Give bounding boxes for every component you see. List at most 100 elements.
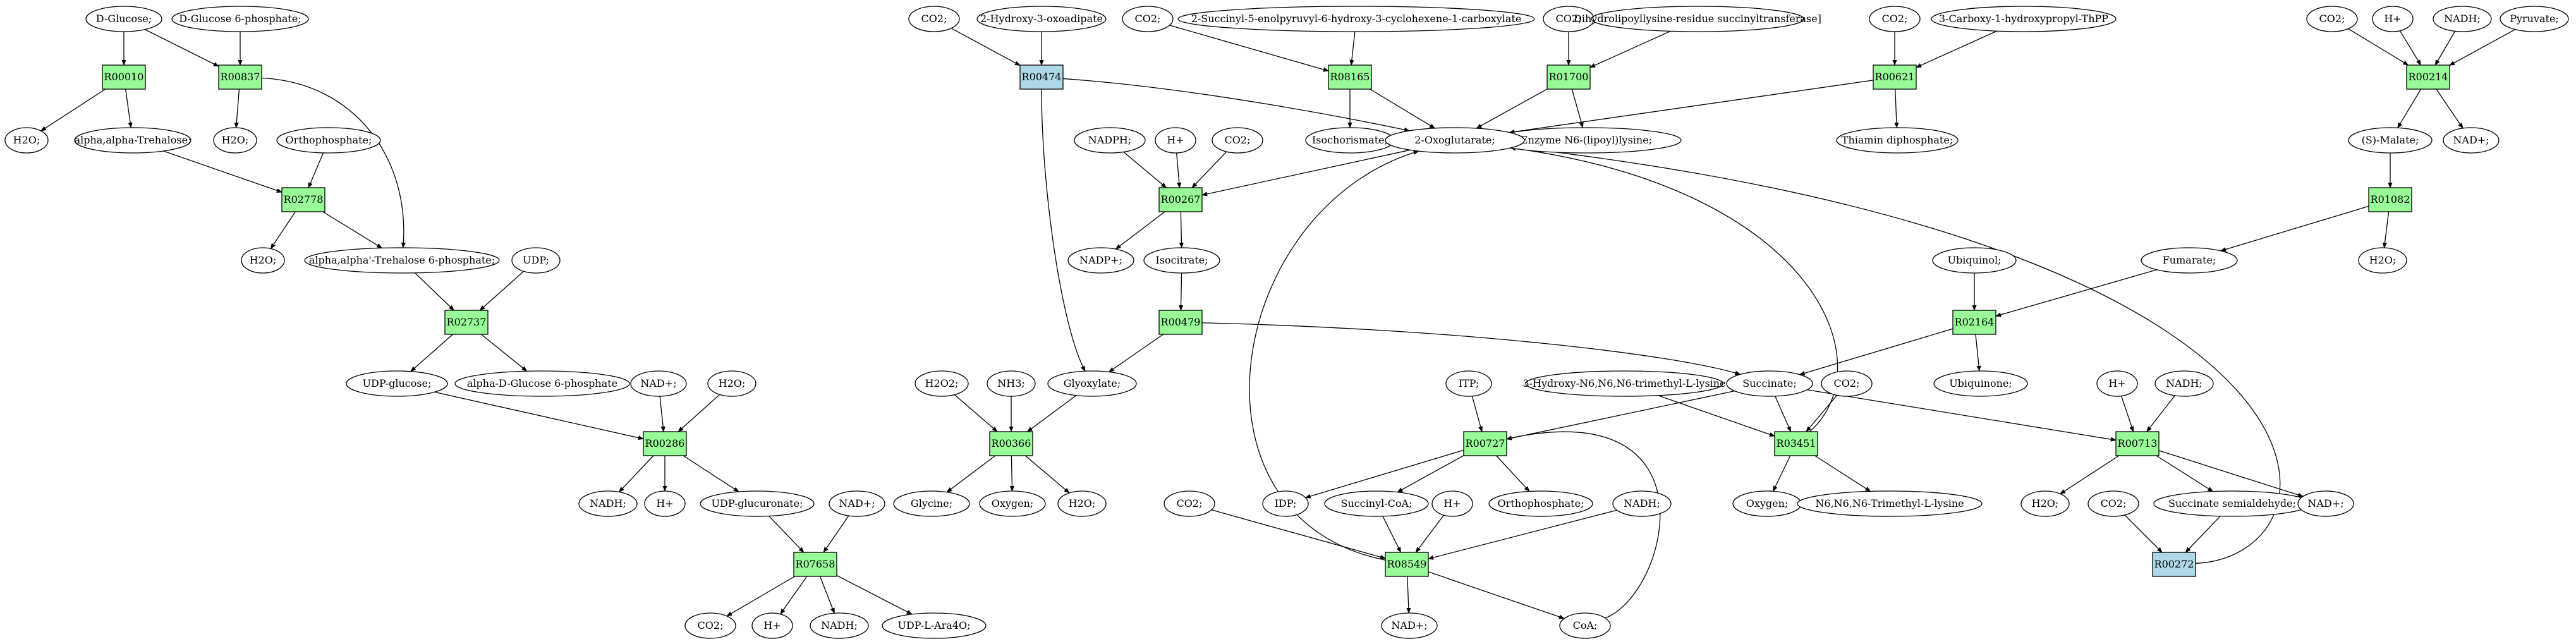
reaction-node-r08165[interactable]: R08165 (1328, 64, 1372, 90)
compound-node-co2_c[interactable]: CO2; (1122, 6, 1174, 32)
compound-node-oxygen_a[interactable]: Oxygen; (979, 490, 1046, 517)
compound-node-ntml[interactable]: N6,N6,N6-Trimethyl-L-lysine (1797, 490, 1983, 517)
reaction-node-r01700[interactable]: R01700 (1546, 64, 1591, 90)
compound-node-glycine[interactable]: Glycine; (893, 490, 970, 517)
compound-node-nadh_a[interactable]: NADH; (578, 490, 638, 517)
compound-node-udpara[interactable]: UDP-L-Ara4O; (882, 612, 987, 639)
compound-node-hplus_f[interactable]: H+ (2372, 6, 2414, 32)
reaction-node-r00272[interactable]: R00272 (2152, 552, 2196, 577)
compound-node-nadp_a[interactable]: NAD+; (630, 370, 687, 397)
compound-node-nadh_c[interactable]: NADH; (1612, 490, 1672, 517)
compound-node-orthophos_b[interactable]: Orthophosphate; (1488, 490, 1593, 517)
compound-node-chtpp[interactable]: 3-Carboxy-1-hydroxypropyl-ThPP (1931, 6, 2117, 32)
compound-node-succoa[interactable]: Succinyl-CoA; (1324, 490, 1429, 517)
compound-node-hplus_c[interactable]: H+ (1155, 127, 1196, 154)
reaction-node-r03451[interactable]: R03451 (1774, 431, 1818, 456)
reaction-node-r00010[interactable]: R00010 (102, 64, 146, 90)
compound-ellipse (241, 247, 285, 274)
compound-node-t6p[interactable]: alpha,alpha'-Trehalose 6-phosphate; (304, 247, 500, 274)
compound-node-co2_d[interactable]: CO2; (1543, 6, 1595, 32)
compound-node-h2o_a[interactable]: H2O; (4, 127, 49, 154)
compound-node-nadp_e[interactable]: NAD+; (2297, 490, 2354, 517)
reaction-node-r00713[interactable]: R00713 (2115, 431, 2160, 456)
compound-node-sephchc[interactable]: 2-Succinyl-5-enolpyruvyl-6-hydroxy-3-cyc… (1177, 6, 1535, 32)
reaction-node-r02778[interactable]: R02778 (281, 187, 325, 212)
compound-node-trehalose[interactable]: alpha,alpha-Trehalose; (74, 127, 191, 154)
reaction-node-r01082[interactable]: R01082 (2368, 187, 2412, 212)
compound-node-pyruvate[interactable]: Pyruvate; (2500, 6, 2569, 32)
edge-r02778-to-h2o_c (270, 211, 296, 250)
compound-node-h2o_g[interactable]: H2O; (2358, 247, 2407, 274)
compound-node-idp[interactable]: IDP; (1262, 490, 1309, 517)
compound-node-co2_i[interactable]: CO2; (2087, 490, 2139, 517)
compound-node-udp_a[interactable]: UDP; (511, 247, 561, 274)
reaction-node-r02164[interactable]: R02164 (1952, 310, 1996, 335)
compound-node-orthophos_a[interactable]: Orthophosphate; (276, 127, 381, 154)
compound-node-h2o2[interactable]: H2O2; (914, 370, 969, 397)
compound-node-hplus_a[interactable]: H+ (644, 490, 686, 517)
compound-node-glyoxylate[interactable]: Glyoxylate; (1047, 370, 1137, 397)
compound-node-dg6p[interactable]: D-Glucose 6-phosphate; (171, 6, 309, 32)
compound-node-dglucose[interactable]: D-Glucose; (85, 6, 162, 32)
compound-node-isochor[interactable]: Isochorismate; (1305, 127, 1395, 154)
reaction-node-r02737[interactable]: R02737 (444, 310, 489, 335)
edge-udpgluc-to-r07658 (769, 516, 805, 553)
compound-node-h2o_d[interactable]: H2O; (707, 370, 756, 397)
edges-layer (40, 25, 2516, 619)
compound-node-coa[interactable]: CoA; (1559, 612, 1611, 639)
reaction-node-r00286[interactable]: R00286 (643, 431, 687, 456)
compound-node-nadh_e[interactable]: NADH; (2433, 6, 2492, 32)
compound-node-co2_h[interactable]: CO2; (1163, 490, 1215, 517)
compound-node-fumarate[interactable]: Fumarate; (2141, 247, 2238, 274)
compound-node-adg6p[interactable]: alpha-D-Glucose 6-phosphate (454, 370, 630, 397)
compound-node-succinate[interactable]: Succinate; (1726, 370, 1813, 397)
compound-node-smalate[interactable]: (S)-Malate; (2348, 127, 2433, 154)
reaction-node-r00727[interactable]: R00727 (1463, 431, 1507, 456)
compound-node-dlst[interactable]: Dihydrolipoyllysine-residue succinyltran… (1574, 6, 1821, 32)
compound-node-hplus_b[interactable]: H+ (751, 612, 793, 639)
reaction-node-r00479[interactable]: R00479 (1158, 310, 1203, 335)
compound-node-isocit[interactable]: Isocitrate; (1143, 247, 1220, 274)
reaction-node-r00267[interactable]: R00267 (1158, 187, 1203, 212)
compound-node-nadh_d[interactable]: NADH; (2154, 370, 2214, 397)
compound-node-nadp_c[interactable]: NADP+; (1067, 247, 1134, 274)
compound-node-co2_j[interactable]: CO2; (2306, 6, 2358, 32)
compound-node-oxoglut[interactable]: 2-Oxoglutarate; (1385, 127, 1525, 154)
compound-node-ssa[interactable]: Succinate semialdehyde; (2153, 490, 2311, 517)
compound-node-h2o_f[interactable]: H2O; (2020, 490, 2070, 517)
reaction-node-r00837[interactable]: R00837 (218, 64, 262, 90)
reaction-node-r00214[interactable]: R00214 (2406, 64, 2450, 90)
compound-node-co2_f[interactable]: CO2; (1212, 127, 1263, 154)
reaction-node-r00366[interactable]: R00366 (989, 431, 1033, 456)
compound-node-nadh_b[interactable]: NADH; (810, 612, 869, 639)
compound-node-h2o_c[interactable]: H2O; (241, 247, 285, 274)
reaction-box (1873, 64, 1917, 90)
compound-node-co2_e[interactable]: CO2; (1869, 6, 1921, 32)
compound-node-nh3[interactable]: NH3; (987, 370, 1036, 397)
compound-node-co2_g[interactable]: CO2; (1821, 370, 1873, 397)
compound-node-nadph[interactable]: NADPH; (1074, 127, 1146, 154)
compound-node-nadp_b[interactable]: NAD+; (829, 490, 885, 517)
reaction-node-r08549[interactable]: R08549 (1385, 552, 1429, 577)
compound-node-hplus_e[interactable]: H+ (2096, 370, 2138, 397)
compound-node-co2_b[interactable]: CO2; (908, 6, 960, 32)
compound-node-thiamin[interactable]: Thiamin diphosphate; (1836, 127, 1959, 154)
compound-node-nadp_d[interactable]: NAD+; (1381, 612, 1438, 639)
compound-node-h2o_b[interactable]: H2O; (213, 127, 257, 154)
reaction-node-r07658[interactable]: R07658 (793, 552, 837, 577)
compound-node-hplus_d[interactable]: H+ (1431, 490, 1473, 517)
compound-node-co2_a[interactable]: CO2; (684, 612, 736, 639)
compound-node-udpgluc[interactable]: UDP-glucuronate; (700, 490, 815, 517)
compound-node-itp[interactable]: ITP; (1445, 370, 1492, 397)
compound-node-nadp_f[interactable]: NAD+; (2443, 127, 2500, 154)
compound-node-oxygen_b[interactable]: Oxygen; (1732, 490, 1802, 517)
compound-node-h2o_e[interactable]: H2O; (1057, 490, 1107, 517)
reaction-node-r00474[interactable]: R00474 (1019, 64, 1064, 90)
compound-node-ubiquinone[interactable]: Ubiquinone; (1933, 370, 2028, 397)
compound-node-hoxo[interactable]: 2-Hydroxy-3-oxoadipate (976, 6, 1107, 32)
compound-node-hntml[interactable]: 3-Hydroxy-N6,N6,N6-trimethyl-L-lysine (1522, 370, 1726, 397)
compound-ellipse (1488, 490, 1593, 517)
reaction-node-r00621[interactable]: R00621 (1873, 64, 1917, 90)
compound-node-ubiquinol[interactable]: Ubiquinol; (1932, 247, 2017, 274)
compound-node-udpglc[interactable]: UDP-glucose; (346, 370, 448, 397)
